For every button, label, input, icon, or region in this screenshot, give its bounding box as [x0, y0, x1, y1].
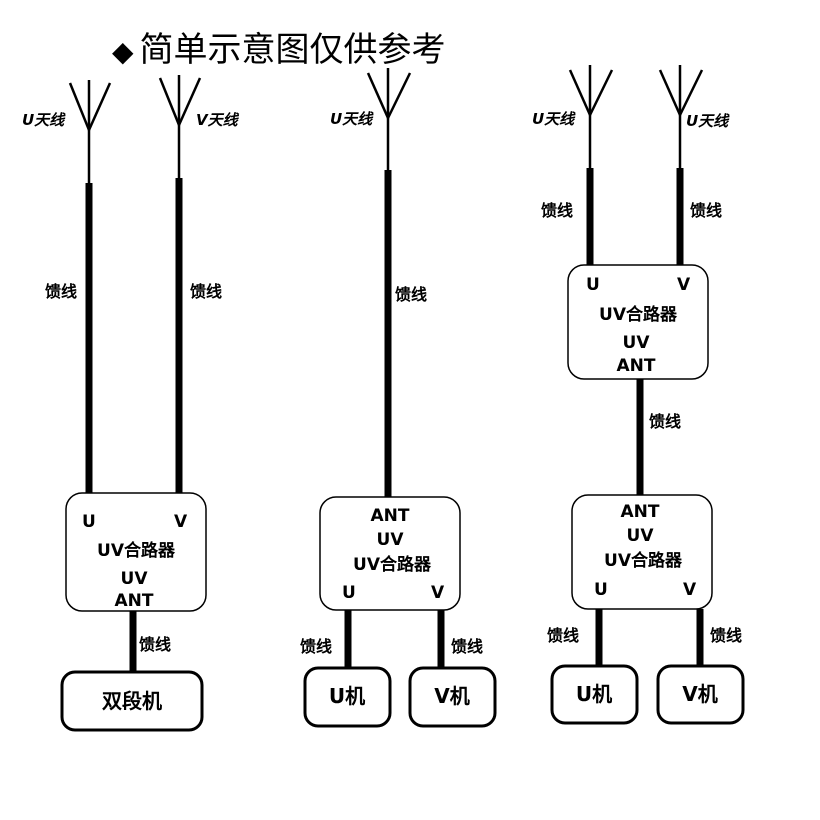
antenna-icon: [366, 68, 412, 170]
v-radio-label: V机: [434, 684, 469, 708]
feeder-label: 馈线: [541, 201, 573, 220]
v-radio: [408, 666, 497, 728]
antenna-icon: [68, 80, 112, 183]
uv-combiner-box: [319, 496, 461, 611]
dual-band-radio-label: 双段机: [102, 689, 162, 713]
title-text: 简单示意图仅供参考: [139, 30, 446, 70]
diagram-3: U天线 U天线 馈线 馈线 U V UV合路器 UV ANT 馈线 ANT: [532, 65, 745, 725]
port-u-label: U: [594, 580, 608, 600]
combiner-label: UV合路器: [353, 554, 432, 575]
port-v-label: V: [174, 512, 188, 532]
feeder-label: 馈线: [139, 635, 171, 654]
port-u-label: U: [82, 512, 96, 532]
v-antenna-label: V天线: [196, 111, 240, 129]
u-antenna-label: U天线: [686, 112, 730, 130]
u-radio: [303, 666, 392, 728]
combiner-label: UV合路器: [97, 540, 176, 561]
combiner-label: UV合路器: [604, 550, 683, 571]
u-antenna-label: U天线: [532, 110, 576, 128]
feeder-label: 馈线: [300, 637, 332, 656]
port-uv-label: UV: [377, 530, 405, 550]
port-uv-label: UV: [627, 526, 655, 546]
feeder-label: 馈线: [45, 282, 77, 301]
antenna-icon: [658, 65, 704, 168]
v-radio-label: V机: [682, 682, 717, 706]
feeder-label: 馈线: [710, 626, 742, 645]
combiner-label: UV合路器: [599, 304, 678, 325]
v-radio: [656, 664, 745, 725]
feeder-label: 馈线: [547, 626, 579, 645]
u-radio-label: U机: [329, 684, 365, 708]
port-ant-label: ANT: [115, 591, 154, 611]
port-u-label: U: [586, 275, 600, 295]
diagram-2: U天线 馈线 ANT UV UV合路器 U V 馈线 馈线 U机 V机: [300, 68, 497, 728]
port-uv-label: UV: [623, 333, 651, 353]
feeder-label: 馈线: [649, 412, 681, 431]
diagram-1: U天线 V天线 馈线 馈线 U V UV合路器 UV ANT 馈线: [22, 75, 240, 732]
diamond-bullet-icon: ◆: [112, 35, 134, 68]
feeder-label: 馈线: [395, 285, 427, 304]
uv-combiner-box: [571, 494, 713, 610]
antenna-icon: [158, 75, 202, 178]
port-ant-label: ANT: [617, 356, 656, 376]
port-ant-label: ANT: [371, 506, 410, 526]
u-antenna-label: U天线: [22, 111, 66, 129]
u-radio: [550, 664, 639, 725]
port-v-label: V: [431, 583, 445, 603]
port-v-label: V: [677, 275, 691, 295]
antenna-icon: [568, 65, 614, 168]
port-uv-label: UV: [121, 569, 149, 589]
port-ant-label: ANT: [621, 502, 660, 522]
feeder-label: 馈线: [690, 201, 722, 220]
dual-band-radio: [60, 670, 204, 732]
feeder-label: 馈线: [190, 282, 222, 301]
port-u-label: U: [342, 583, 356, 603]
feeder-label: 馈线: [451, 637, 483, 656]
diagram-title: ◆简单示意图仅供参考: [112, 22, 446, 71]
u-antenna-label: U天线: [330, 110, 374, 128]
port-v-label: V: [683, 580, 697, 600]
u-radio-label: U机: [576, 682, 612, 706]
